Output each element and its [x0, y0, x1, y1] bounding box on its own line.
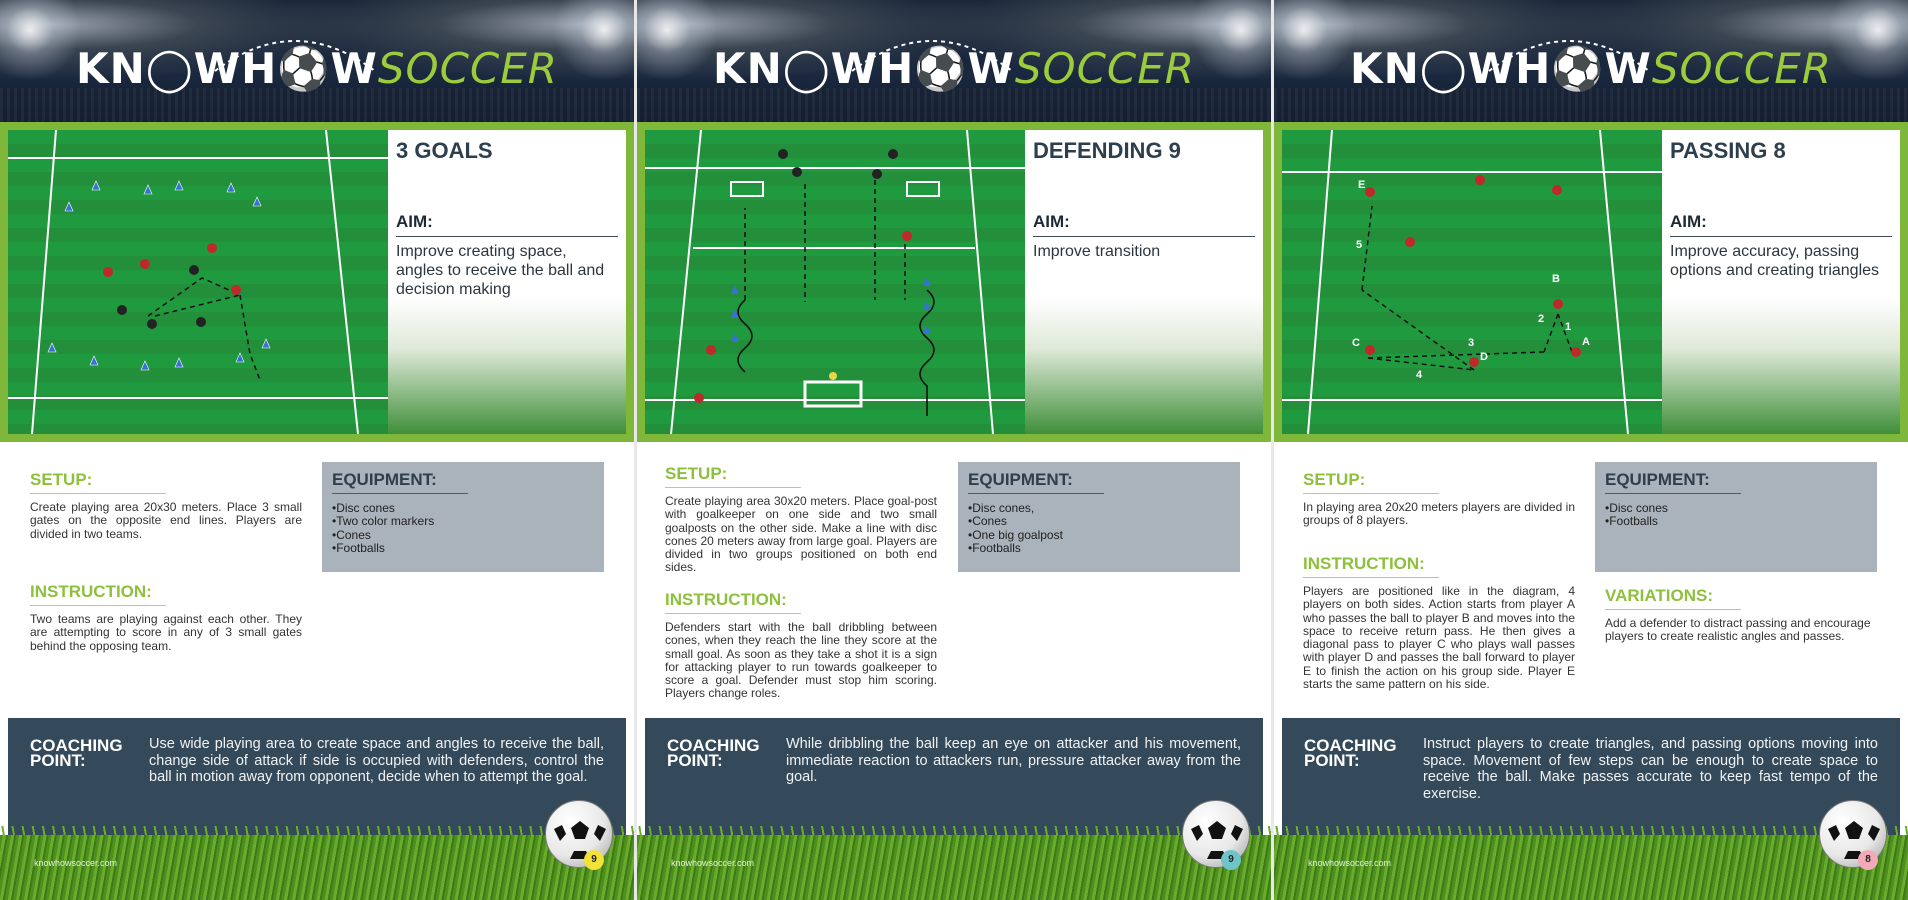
instruction-section: INSTRUCTION: Two teams are playing again…: [30, 582, 302, 653]
equipment-panel: EQUIPMENT: Disc cones, Cones One big goa…: [958, 462, 1240, 572]
instruction-text: Two teams are playing against each other…: [30, 612, 302, 653]
svg-text:3: 3: [1468, 337, 1474, 349]
list-item: Cones: [968, 514, 1230, 528]
drill-diagram: [645, 130, 1025, 434]
equipment-list: Disc cones Two color markers Cones Footb…: [332, 501, 594, 555]
variations-text: Add a defender to distract passing and e…: [1605, 616, 1871, 644]
list-item: Disc cones: [332, 501, 594, 515]
instruction-section: INSTRUCTION: Defenders start with the ba…: [665, 590, 937, 701]
header-banner: KN◯WH⚽WSOCCER: [637, 0, 1271, 122]
setup-text: Create playing area 30x20 meters. Place …: [665, 494, 937, 575]
list-item: Footballs: [1605, 514, 1867, 528]
instruction-label: INSTRUCTION:: [1303, 554, 1439, 578]
setup-section: SETUP: Create playing area 30x20 meters.…: [665, 464, 937, 575]
svg-text:2: 2: [1538, 313, 1544, 325]
equipment-label: EQUIPMENT:: [968, 470, 1104, 494]
svg-text:A: A: [1582, 336, 1590, 348]
setup-section: SETUP: Create playing area 20x30 meters.…: [30, 470, 302, 541]
header-banner: KN◯WH⚽WSOCCER: [1274, 0, 1908, 122]
svg-text:D: D: [1480, 351, 1488, 363]
aim-text: Improve accuracy, passing options and cr…: [1670, 243, 1880, 279]
drill-title-panel: 3 GOALS AIM: Improve creating space, ang…: [388, 130, 626, 434]
page-number: 9: [1221, 850, 1241, 870]
list-item: Cones: [332, 528, 594, 542]
diagram-labels: A B C D E 1 2 3 4 5: [1352, 179, 1590, 381]
equipment-list: Disc cones Footballs: [1605, 501, 1867, 529]
aim-text: Improve transition: [1033, 243, 1161, 260]
list-item: Disc cones: [1605, 501, 1867, 515]
equipment-list: Disc cones, Cones One big goalpost Footb…: [968, 501, 1230, 555]
brand-logo: KN◯WH⚽WSOCCER: [713, 44, 1195, 93]
setup-text: In playing area 20x20 meters players are…: [1303, 500, 1575, 528]
svg-text:1: 1: [1565, 321, 1571, 333]
svg-text:E: E: [1358, 179, 1365, 191]
card-divider: [634, 0, 637, 900]
drill-card-passing-8: KN◯WH⚽WSOCCER A B C D E 1 2 3 4 5: [1274, 0, 1908, 900]
svg-text:5: 5: [1356, 239, 1362, 251]
equipment-panel: EQUIPMENT: Disc cones Footballs: [1595, 462, 1877, 572]
instruction-section: INSTRUCTION: Players are positioned like…: [1303, 554, 1575, 691]
drill-title: PASSING 8: [1670, 138, 1786, 163]
drill-title: 3 GOALS: [396, 138, 493, 163]
svg-text:4: 4: [1416, 369, 1423, 381]
variations-section: VARIATIONS: Add a defender to distract p…: [1605, 586, 1877, 644]
coaching-point-text: Use wide playing area to create space an…: [149, 736, 604, 785]
svg-text:B: B: [1552, 273, 1560, 285]
list-item: Footballs: [968, 541, 1230, 555]
list-item: One big goalpost: [968, 528, 1230, 542]
list-item: Disc cones,: [968, 501, 1230, 515]
drill-title-panel: DEFENDING 9 AIM: Improve transition: [1025, 130, 1263, 434]
website-url[interactable]: knowhowsoccer.com: [1308, 858, 1392, 868]
aim-label: AIM:: [396, 212, 618, 237]
instruction-text: Players are positioned like in the diagr…: [1303, 584, 1575, 692]
drill-title-panel: PASSING 8 AIM: Improve accuracy, passing…: [1662, 130, 1900, 434]
instruction-label: INSTRUCTION:: [665, 590, 801, 614]
equipment-label: EQUIPMENT:: [332, 470, 468, 494]
aim-label: AIM:: [1670, 212, 1892, 237]
aim-label: AIM:: [1033, 212, 1255, 237]
drill-card-defending-9: KN◯WH⚽WSOCCER: [637, 0, 1271, 900]
soccer-ball-icon: [545, 800, 613, 868]
page-number: 9: [584, 850, 604, 870]
setup-label: SETUP:: [30, 470, 166, 494]
coaching-point-text: While dribbling the ball keep an eye on …: [786, 736, 1241, 785]
header-banner: KN◯WH⚽WSOCCER: [0, 0, 634, 122]
card-divider: [1271, 0, 1274, 900]
grass-footer: [637, 835, 1271, 900]
drill-card-3-goals: KN◯WH⚽WSOCCER: [0, 0, 634, 900]
equipment-panel: EQUIPMENT: Disc cones Two color markers …: [322, 462, 604, 572]
brand-logo: KN◯WH⚽WSOCCER: [1350, 44, 1832, 93]
svg-text:C: C: [1352, 337, 1360, 349]
page-number: 8: [1858, 850, 1878, 870]
aim-text: Improve creating space, angles to receiv…: [396, 243, 605, 298]
brand-logo: KN◯WH⚽WSOCCER: [76, 44, 558, 93]
list-item: Two color markers: [332, 514, 594, 528]
setup-label: SETUP:: [1303, 470, 1439, 494]
setup-label: SETUP:: [665, 464, 801, 488]
drill-title: DEFENDING 9: [1033, 138, 1181, 163]
drill-diagram: [8, 130, 388, 434]
soccer-ball-icon: [1819, 800, 1887, 868]
grass-footer: [0, 835, 634, 900]
list-item: Footballs: [332, 541, 594, 555]
equipment-label: EQUIPMENT:: [1605, 470, 1741, 494]
variations-label: VARIATIONS:: [1605, 586, 1741, 610]
website-url[interactable]: knowhowsoccer.com: [34, 858, 118, 868]
grass-footer: [1274, 835, 1908, 900]
drill-diagram: A B C D E 1 2 3 4 5: [1282, 130, 1662, 434]
instruction-label: INSTRUCTION:: [30, 582, 166, 606]
coaching-point-text: Instruct players to create triangles, an…: [1423, 736, 1878, 802]
website-url[interactable]: knowhowsoccer.com: [671, 858, 755, 868]
setup-text: Create playing area 20x30 meters. Place …: [30, 500, 302, 541]
instruction-text: Defenders start with the ball dribbling …: [665, 620, 937, 701]
setup-section: SETUP: In playing area 20x20 meters play…: [1303, 470, 1575, 528]
